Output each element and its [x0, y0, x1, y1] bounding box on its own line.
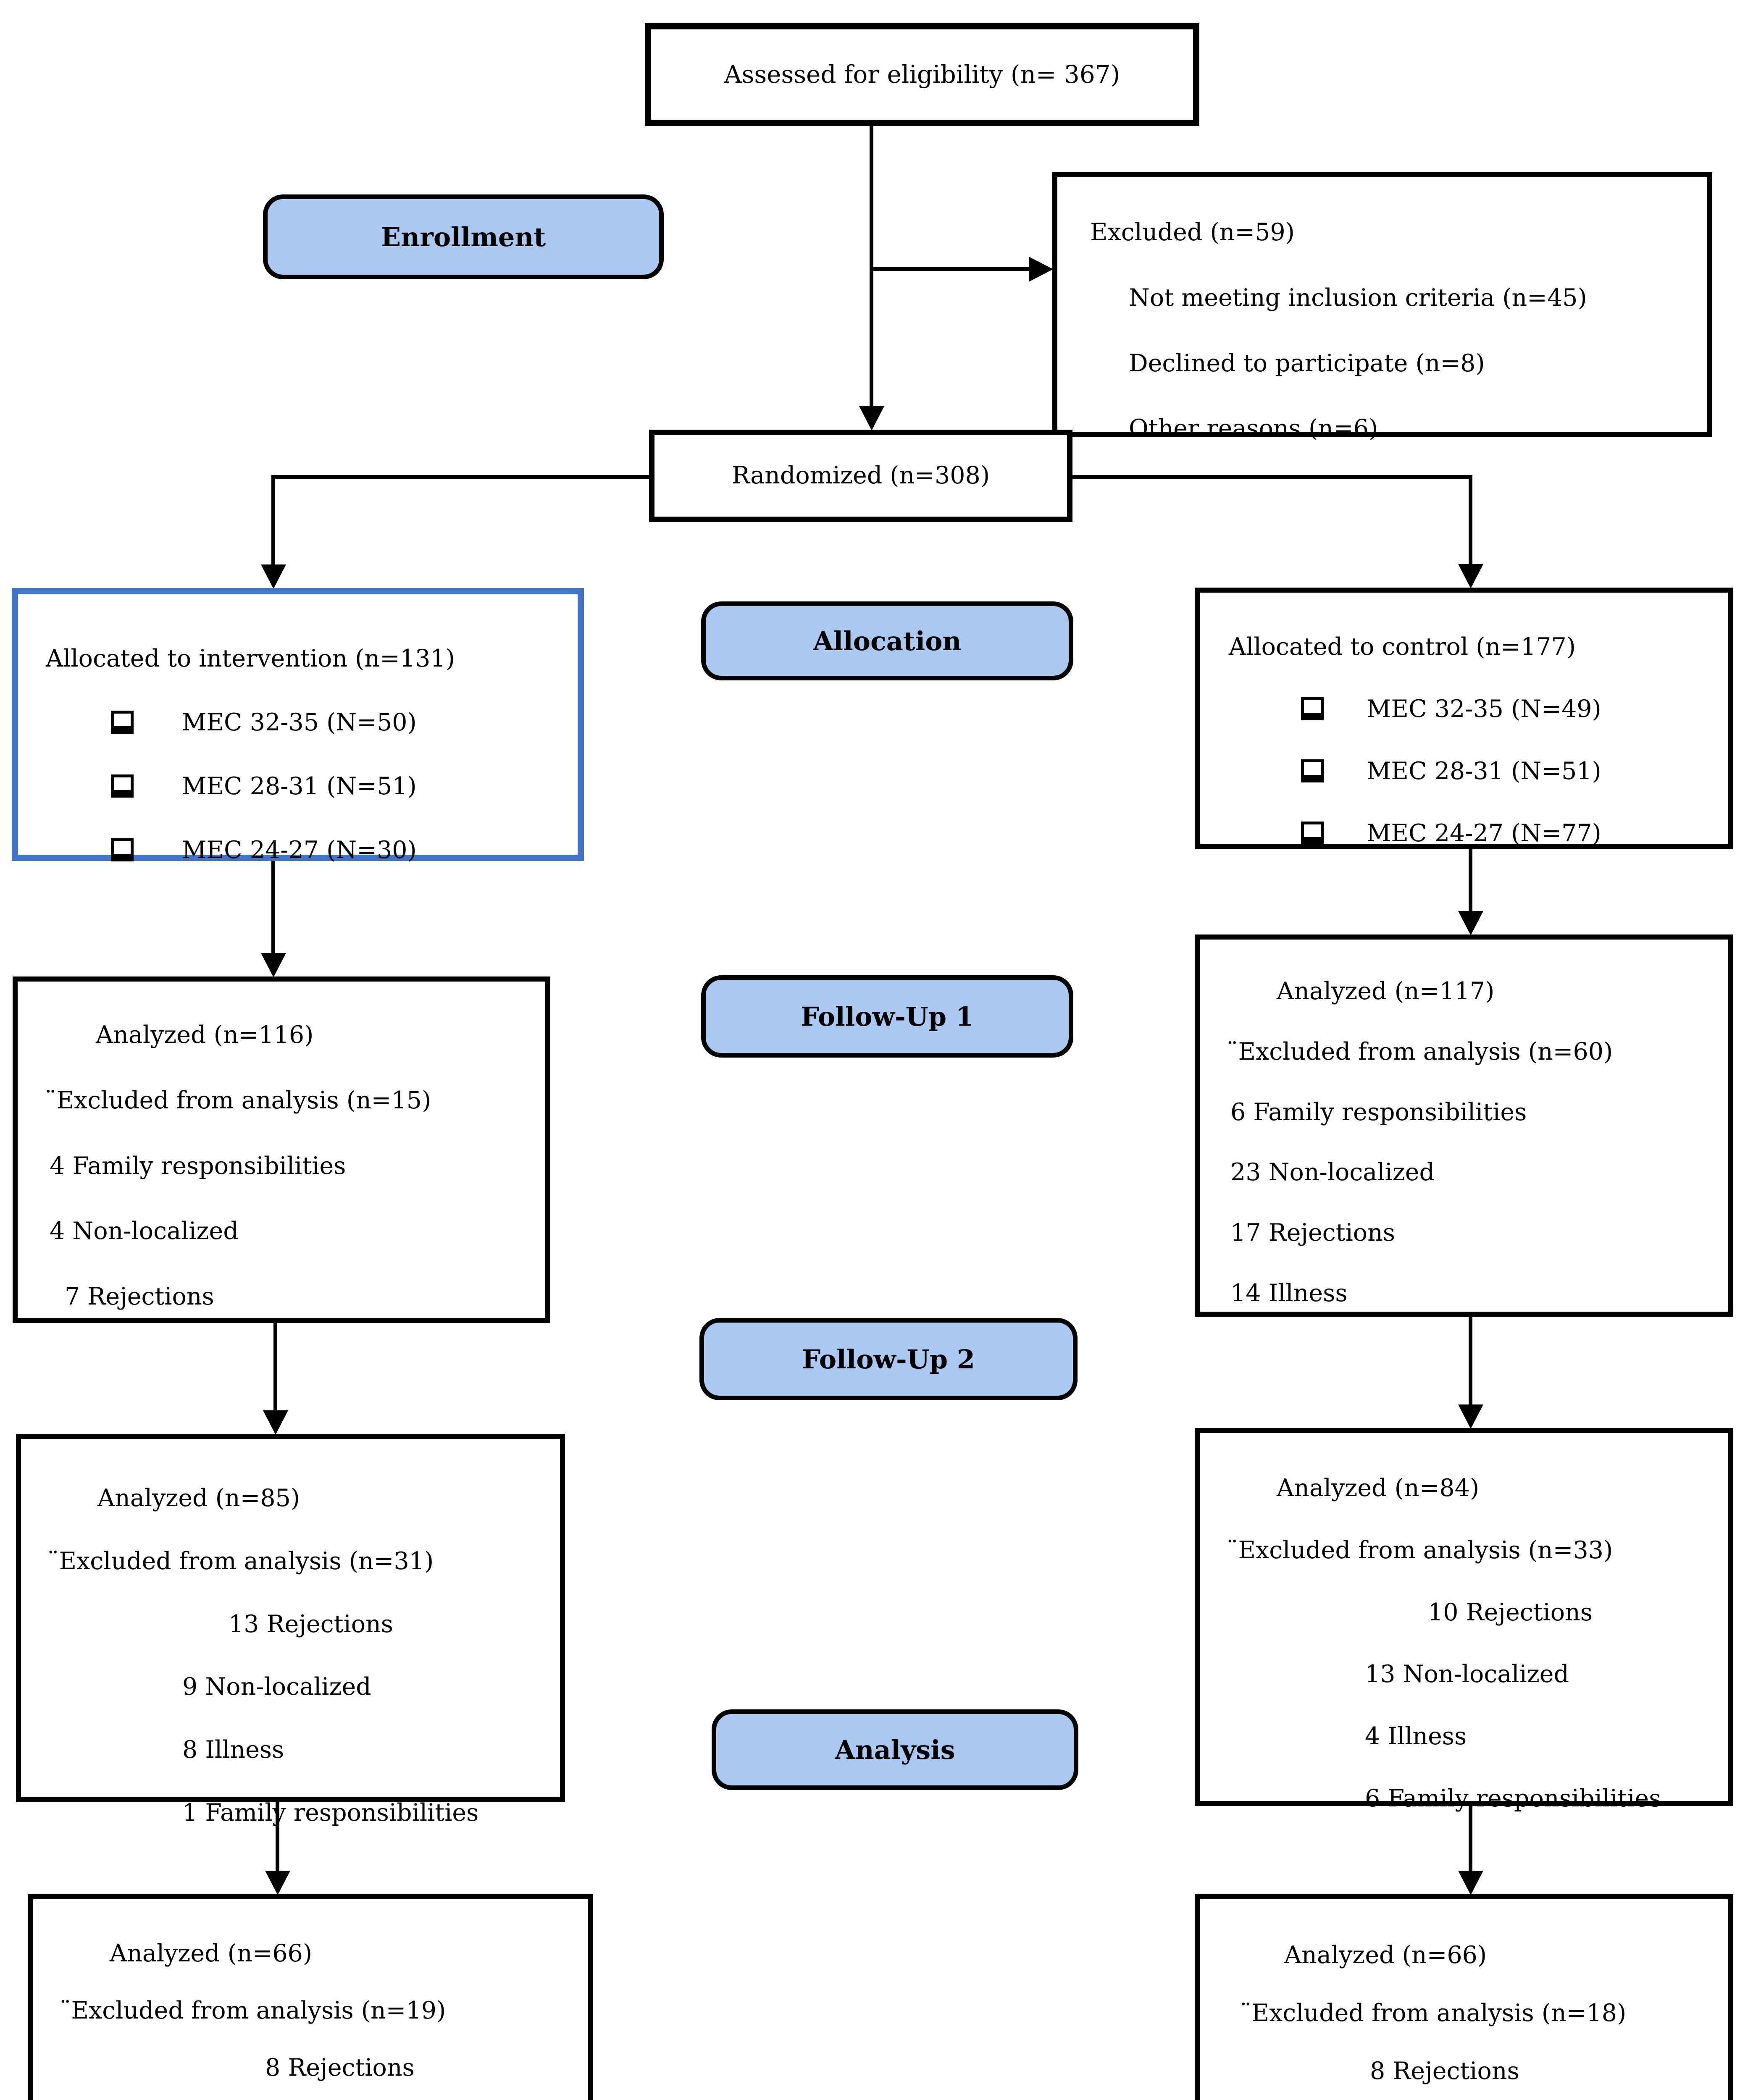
arrow-down-icon	[1458, 564, 1483, 588]
followup1-control-box: Analyzed (n=117) ¨Excluded from analysis…	[1195, 934, 1733, 1317]
analysis-control-box: Analyzed (n=66) ¨Excluded from analysis …	[1195, 1894, 1733, 2100]
connector-down-right	[1469, 475, 1472, 565]
mec-group-label: MEC 28-31 (N=51)	[182, 772, 417, 800]
exclusion-reason: 8 Rejections	[1370, 2057, 1519, 2085]
exclusion-reason: 4 Non-localized	[50, 1217, 239, 1245]
box-title: Allocated to control (n=177)	[1229, 633, 1576, 661]
exclusion-reason: 8 Illness	[182, 1736, 284, 1764]
checkbox-bullet-icon	[111, 838, 134, 862]
list-item: MEC 32-35 (N=50)	[46, 709, 569, 736]
stage-label: Follow-Up 2	[802, 1344, 975, 1375]
followup2-intervention-box: Analyzed (n=85) ¨Excluded from analysis …	[16, 1434, 565, 1826]
connector-down-left	[271, 475, 275, 566]
connector-randomized-left	[273, 475, 649, 479]
arrow-down-icon	[261, 564, 286, 589]
list-item: MEC 28-31 (N=51)	[1229, 757, 1719, 785]
mec-group-label: MEC 24-27 (N=77)	[1367, 819, 1601, 847]
box-title: Analyzed (n=66)	[1284, 1941, 1487, 1969]
stage-label: Enrollment	[381, 221, 546, 252]
allocated-control-box: Allocated to control (n=177) MEC 32-35 (…	[1195, 588, 1733, 849]
list-item: MEC 28-31 (N=51)	[46, 772, 569, 800]
stage-badge-allocation: Allocation	[701, 601, 1073, 680]
box-subtitle: ¨Excluded from analysis (n=33)	[1226, 1536, 1613, 1564]
box-title: Analyzed (n=116)	[96, 1021, 314, 1049]
exclusion-reason: 10 Rejections	[1428, 1598, 1593, 1626]
arrow-down-icon	[1458, 1871, 1483, 1895]
stage-label: Allocation	[813, 625, 962, 656]
connector-control-fu1	[1469, 849, 1472, 912]
exclusion-reason: 4 Family responsibilities	[50, 1152, 346, 1180]
mec-group-label: MEC 28-31 (N=51)	[1367, 757, 1601, 785]
box-title: Analyzed (n=84)	[1277, 1474, 1480, 1502]
exclusion-reason: 13 Rejections	[229, 1610, 394, 1638]
box-title: Excluded (n=59)	[1090, 218, 1295, 246]
mec-group-label: MEC 32-35 (N=50)	[182, 708, 417, 736]
exclusion-reason: 1 Family responsibilities	[182, 1799, 479, 1827]
checkbox-bullet-icon	[111, 711, 134, 734]
assessed-eligibility-box: Assessed for eligibility (n= 367)	[645, 23, 1199, 126]
connector-fu1-fu2-left	[273, 1323, 277, 1412]
mec-group-label: MEC 24-27 (N=30)	[182, 836, 417, 864]
arrow-down-icon	[1458, 1404, 1483, 1429]
exclusion-reason: 4 Illness	[1365, 1722, 1467, 1751]
exclusion-reason: 13 Non-localized	[1365, 1660, 1569, 1688]
box-subtitle: ¨Excluded from analysis (n=18)	[1240, 1999, 1627, 2027]
checkbox-bullet-icon	[111, 774, 134, 798]
stage-badge-enrollment: Enrollment	[263, 194, 664, 279]
stage-badge-followup1: Follow-Up 1	[701, 975, 1073, 1058]
arrow-down-icon	[859, 406, 884, 430]
connector-intervention-fu1	[271, 861, 275, 954]
exclusion-reason: 6 Family responsibilities	[1230, 1098, 1527, 1126]
box-title: Analyzed (n=66)	[110, 1940, 313, 1967]
box-title: Analyzed (n=85)	[97, 1484, 300, 1512]
list-item: MEC 24-27 (N=30)	[46, 836, 569, 864]
stage-label: Analysis	[835, 1734, 955, 1765]
connector-excluded-branch	[871, 267, 1031, 271]
exclusion-reason: 7 Rejections	[65, 1283, 214, 1311]
list-item: MEC 32-35 (N=49)	[1229, 695, 1719, 723]
mec-group-label: MEC 32-35 (N=49)	[1367, 695, 1601, 723]
followup1-intervention-box: Analyzed (n=116) ¨Excluded from analysis…	[13, 976, 550, 1323]
stage-badge-analysis: Analysis	[712, 1709, 1078, 1790]
excluded-box: Excluded (n=59) Not meeting inclusion cr…	[1052, 172, 1712, 442]
excluded-item: Not meeting inclusion criteria (n=45)	[1129, 284, 1587, 312]
allocated-intervention-box: Allocated to intervention (n=131) MEC 32…	[12, 588, 584, 864]
box-subtitle: ¨Excluded from analysis (n=19)	[59, 1996, 446, 2024]
box-subtitle: ¨Excluded from analysis (n=31)	[47, 1547, 434, 1575]
checkbox-bullet-icon	[1301, 822, 1324, 845]
analysis-intervention-box: Analyzed (n=66) ¨Excluded from analysis …	[28, 1894, 593, 2100]
arrow-down-icon	[265, 1871, 290, 1895]
arrow-right-icon	[1029, 257, 1053, 282]
box-title: Analyzed (n=117)	[1277, 977, 1495, 1005]
randomized-label: Randomized (n=308)	[731, 462, 990, 490]
exclusion-reason: 17 Rejections	[1230, 1219, 1396, 1247]
checkbox-bullet-icon	[1301, 759, 1324, 783]
stage-label: Follow-Up 1	[801, 1001, 974, 1032]
exclusion-reason: 6 Family responsibilities	[1365, 1785, 1661, 1813]
followup2-control-box: Analyzed (n=84) ¨Excluded from analysis …	[1195, 1428, 1733, 1812]
arrow-down-icon	[1458, 911, 1483, 935]
randomized-box: Randomized (n=308)	[649, 430, 1072, 522]
box-subtitle: ¨Excluded from analysis (n=15)	[45, 1086, 431, 1114]
exclusion-reason: 8 Rejections	[265, 2053, 415, 2082]
checkbox-bullet-icon	[1301, 697, 1324, 721]
assessed-label: Assessed for eligibility (n= 367)	[724, 60, 1120, 89]
exclusion-reason: 14 Illness	[1230, 1279, 1348, 1307]
connector-fu2-analysis-right	[1469, 1806, 1472, 1872]
excluded-item: Other reasons (n=6)	[1129, 415, 1378, 443]
box-title: Allocated to intervention (n=131)	[46, 645, 455, 672]
connector-fu2-analysis-left	[276, 1802, 279, 1872]
exclusion-reason: 9 Non-localized	[182, 1673, 371, 1701]
stage-badge-followup2: Follow-Up 2	[699, 1318, 1078, 1400]
list-item: MEC 24-27 (N=77)	[1229, 819, 1719, 847]
arrow-down-icon	[263, 1410, 288, 1435]
connector-randomized-right	[1072, 475, 1470, 479]
arrow-down-icon	[261, 953, 286, 977]
connector-fu1-fu2-right	[1469, 1317, 1472, 1406]
excluded-item: Declined to participate (n=8)	[1129, 349, 1485, 377]
exclusion-reason: 23 Non-localized	[1230, 1158, 1435, 1186]
box-subtitle: ¨Excluded from analysis (n=60)	[1226, 1037, 1613, 1066]
